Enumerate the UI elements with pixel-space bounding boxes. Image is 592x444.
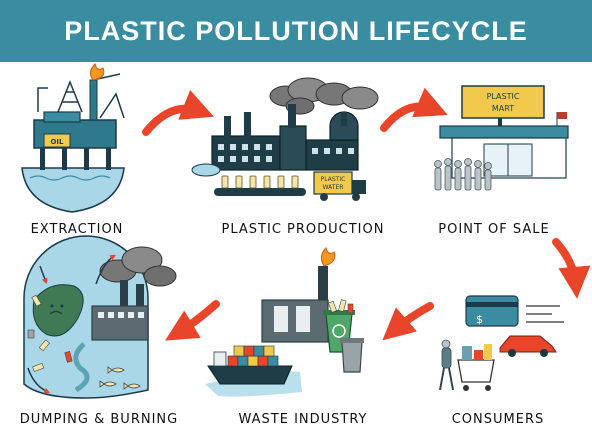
- lifecycle-diagram: OIL: [21, 63, 591, 399]
- card-dollar-symbol: $: [476, 313, 483, 326]
- flame-icon: [320, 247, 336, 267]
- flow-arrow-sale-to-consumers: [552, 238, 591, 299]
- fish-icon: [99, 380, 117, 388]
- mart-sign-line2: MART: [492, 104, 514, 113]
- flow-arrow-production-to-sale: [380, 87, 448, 132]
- oil-rig-icon: [21, 63, 125, 213]
- page-title: PLASTIC POLLUTION LIFECYCLE: [64, 16, 528, 46]
- flame-icon: [89, 63, 105, 81]
- fish-icon: [123, 382, 141, 390]
- stage-label-waste-industry: WASTE INDUSTRY: [238, 412, 368, 427]
- water-truck-sign-line1: PLASTIC: [321, 176, 346, 183]
- water-truck-sign-line2: WATER: [323, 184, 344, 191]
- mart-sign-line1: PLASTIC: [487, 92, 520, 101]
- flow-arrow-waste-to-dumping: [165, 300, 220, 341]
- fish-icon: [107, 366, 125, 374]
- factory-icon: [191, 77, 379, 201]
- oil-label: OIL: [50, 138, 64, 146]
- stage-label-consumers: CONSUMERS: [451, 412, 545, 427]
- shopping-cart-icon: [439, 295, 564, 391]
- stage-label-dumping-burning: DUMPING & BURNING: [19, 412, 179, 427]
- cargo-ship-icon: [205, 247, 364, 397]
- stage-label-plastic-production: PLASTIC PRODUCTION: [221, 222, 385, 237]
- polluted-earth-icon: [23, 235, 177, 399]
- trash-can-icon: [341, 341, 363, 373]
- flow-arrow-extraction-to-production: [142, 90, 214, 136]
- stage-label-point-of-sale: POINT OF SALE: [438, 222, 550, 237]
- stage-label-extraction: EXTRACTION: [30, 222, 124, 237]
- header-banner: PLASTIC POLLUTION LIFECYCLE: [0, 0, 592, 62]
- flow-arrow-consumers-to-waste: [382, 302, 434, 341]
- store-icon: [434, 85, 569, 191]
